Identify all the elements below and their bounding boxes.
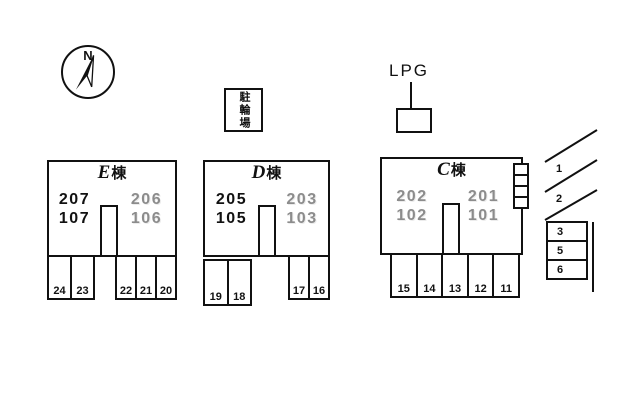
parking-stall: 18 xyxy=(226,261,251,304)
parking-stall: 22 xyxy=(119,285,133,297)
unit-d-right: 203 103 xyxy=(276,190,328,228)
room-number: 207 xyxy=(58,191,91,208)
stairwell xyxy=(442,203,460,253)
unit-e-right: 206 106 xyxy=(118,190,175,228)
unit-c-left: 202 102 xyxy=(382,187,442,225)
side-road-lines xyxy=(544,129,598,292)
building-e-title: E棟 xyxy=(49,162,175,186)
room-number: 107 xyxy=(58,210,91,227)
room-number: 106 xyxy=(130,210,163,227)
side-parking-column: 3 5 6 xyxy=(546,221,588,280)
parking-stall: 5 xyxy=(546,240,588,261)
lpg-connector-line xyxy=(410,82,412,108)
parking-row-d-left: 19 18 xyxy=(203,259,252,306)
parking-stall: 6 xyxy=(546,259,588,280)
parking-stall: 21 xyxy=(135,257,155,298)
parking-row-e-left: 24 23 xyxy=(47,255,95,300)
parking-stall: 12 xyxy=(466,255,493,296)
building-d-title: D棟 xyxy=(205,162,328,186)
parking-stall: 23 xyxy=(70,257,93,298)
parking-stall: 19 xyxy=(209,291,222,303)
room-number: 105 xyxy=(215,210,248,227)
lpg-label: LPG xyxy=(389,61,430,80)
compass-north-label: N xyxy=(83,48,93,63)
parking-stall: 20 xyxy=(155,257,175,298)
parking-stall: 1 xyxy=(555,163,563,175)
north-arrow-icon xyxy=(75,55,95,90)
lpg-tank-box xyxy=(396,108,432,133)
parking-row-d-right: 17 16 xyxy=(288,255,330,300)
parking-stall: 2 xyxy=(555,193,563,205)
room-number: 201 xyxy=(467,188,500,205)
room-number: 102 xyxy=(396,207,428,224)
building-d: D棟 205 105 203 103 xyxy=(203,160,330,257)
room-number: 202 xyxy=(396,188,428,205)
building-suffix: 棟 xyxy=(266,165,282,182)
room-number: 103 xyxy=(286,210,318,227)
parking-stall: 14 xyxy=(415,255,442,296)
building-letter: E xyxy=(97,162,111,183)
stairwell xyxy=(100,205,118,255)
room-number: 205 xyxy=(215,191,248,208)
parking-stall: 17 xyxy=(292,285,306,297)
bicycle-parking-sign: 駐輪場 xyxy=(224,88,263,132)
parking-stall: 16 xyxy=(308,257,328,298)
parking-row-e-right: 22 21 20 xyxy=(115,255,177,300)
building-letter: D xyxy=(251,162,266,183)
parking-stall: 15 xyxy=(397,283,410,295)
parking-stall: 11 xyxy=(492,255,518,296)
balcony-box xyxy=(513,196,529,209)
parking-stall: 3 xyxy=(546,221,588,242)
parking-stall: 24 xyxy=(53,285,66,297)
room-number: 206 xyxy=(130,191,163,208)
room-number: 203 xyxy=(286,191,318,208)
parking-row-c: 15 14 13 12 11 xyxy=(390,253,520,298)
unit-d-left: 205 105 xyxy=(205,190,258,228)
building-letter: C xyxy=(437,159,450,180)
parking-stall: 13 xyxy=(441,255,467,296)
compass: N xyxy=(61,45,115,99)
building-suffix: 棟 xyxy=(111,165,127,182)
building-c: C棟 202 102 201 101 xyxy=(380,157,523,255)
bicycle-parking-label: 駐輪場 xyxy=(238,90,250,130)
room-number: 101 xyxy=(467,207,500,224)
balcony-stack xyxy=(513,163,529,209)
unit-e-left: 207 107 xyxy=(49,190,100,228)
stairwell xyxy=(258,205,276,255)
building-e: E棟 207 107 206 106 xyxy=(47,160,177,257)
building-suffix: 棟 xyxy=(450,162,466,179)
unit-c-right: 201 101 xyxy=(460,187,507,225)
building-c-title: C棟 xyxy=(382,159,521,183)
